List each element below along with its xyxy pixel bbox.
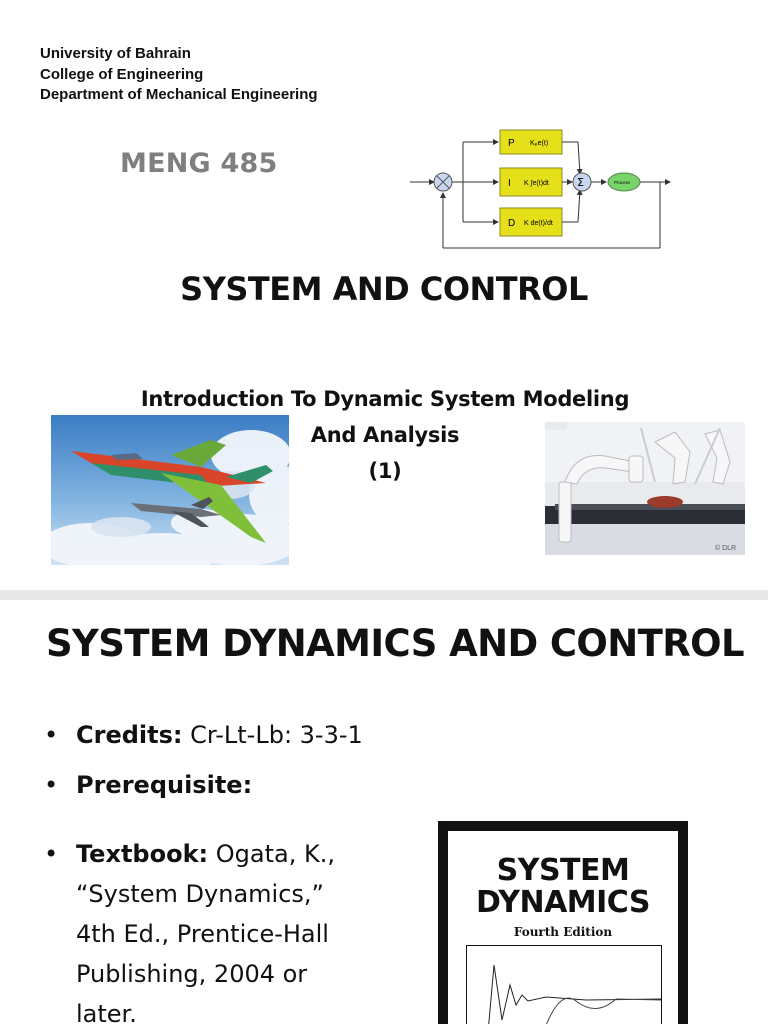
textbook-line-4: Publishing, 2004 or (76, 960, 308, 988)
slide-2-title: SYSTEM DYNAMICS AND CONTROL (46, 622, 745, 665)
book-edition: Fourth Edition (513, 925, 613, 939)
sum-symbol: Σ (577, 176, 584, 189)
bullet-dot: • (44, 721, 59, 749)
d-block (499, 207, 563, 237)
department-name: Department of Mechanical Engineering (40, 86, 318, 103)
i-label: I (508, 178, 511, 189)
textbook-line-2: “System Dynamics,” (76, 880, 324, 908)
pid-block-diagram: P I D Kₚe(t) K ∫e(t)dt K de(t)/dt Σ Proc… (410, 129, 671, 249)
subtitle-line-3: (1) (368, 459, 402, 483)
institution-block: University of Bahrain College of Enginee… (40, 44, 318, 106)
prerequisite-label: Prerequisite: (76, 771, 253, 799)
svg-text:K de(t)/dt: K de(t)/dt (524, 220, 553, 227)
bullet-dot: • (44, 771, 59, 799)
slide-separator (0, 590, 768, 600)
fighter-jet-illustration (51, 415, 289, 565)
book-title-line-1: SYSTEM (496, 853, 630, 888)
textbook-line-5: later. (76, 1000, 137, 1024)
p-label: P (508, 138, 515, 149)
course-code: MENG 485 (120, 148, 278, 179)
svg-text:K ∫e(t)dt: K ∫e(t)dt (524, 180, 549, 187)
university-name: University of Bahrain (40, 45, 191, 62)
subtitle-line-2: And Analysis (310, 423, 460, 447)
book-cover-response-plot (466, 945, 662, 1024)
textbook-line-3: 4th Ed., Prentice-Hall (76, 920, 329, 948)
subtitle: Introduction To Dynamic System Modeling … (100, 381, 670, 489)
i-block (499, 167, 563, 197)
slide-2: SYSTEM DYNAMICS AND CONTROL • Credits: C… (0, 600, 768, 1024)
credits-value: Cr-Lt-Lb: 3-3-1 (190, 721, 363, 749)
credits-label: Credits: (76, 721, 183, 749)
slide-1: University of Bahrain College of Enginee… (40, 44, 745, 565)
surgical-robot-photo: © DLR (545, 422, 745, 555)
subtitle-line-1: Introduction To Dynamic System Modeling (140, 387, 630, 411)
process-label: Process (614, 180, 631, 185)
slide-title: SYSTEM AND CONTROL (180, 270, 588, 308)
robot-credit: © DLR (715, 544, 736, 552)
textbook-line-1: Ogata, K., (208, 840, 335, 868)
textbook-cover: SYSTEM DYNAMICS Fourth Edition (438, 821, 688, 1024)
d-label: D (508, 218, 515, 229)
college-name: College of Engineering (40, 65, 204, 83)
book-title-line-2: DYNAMICS (476, 885, 650, 920)
p-term: Kₚe(t) (530, 140, 548, 147)
bullet-dot: • (44, 840, 59, 868)
textbook-label: Textbook: (76, 840, 209, 868)
